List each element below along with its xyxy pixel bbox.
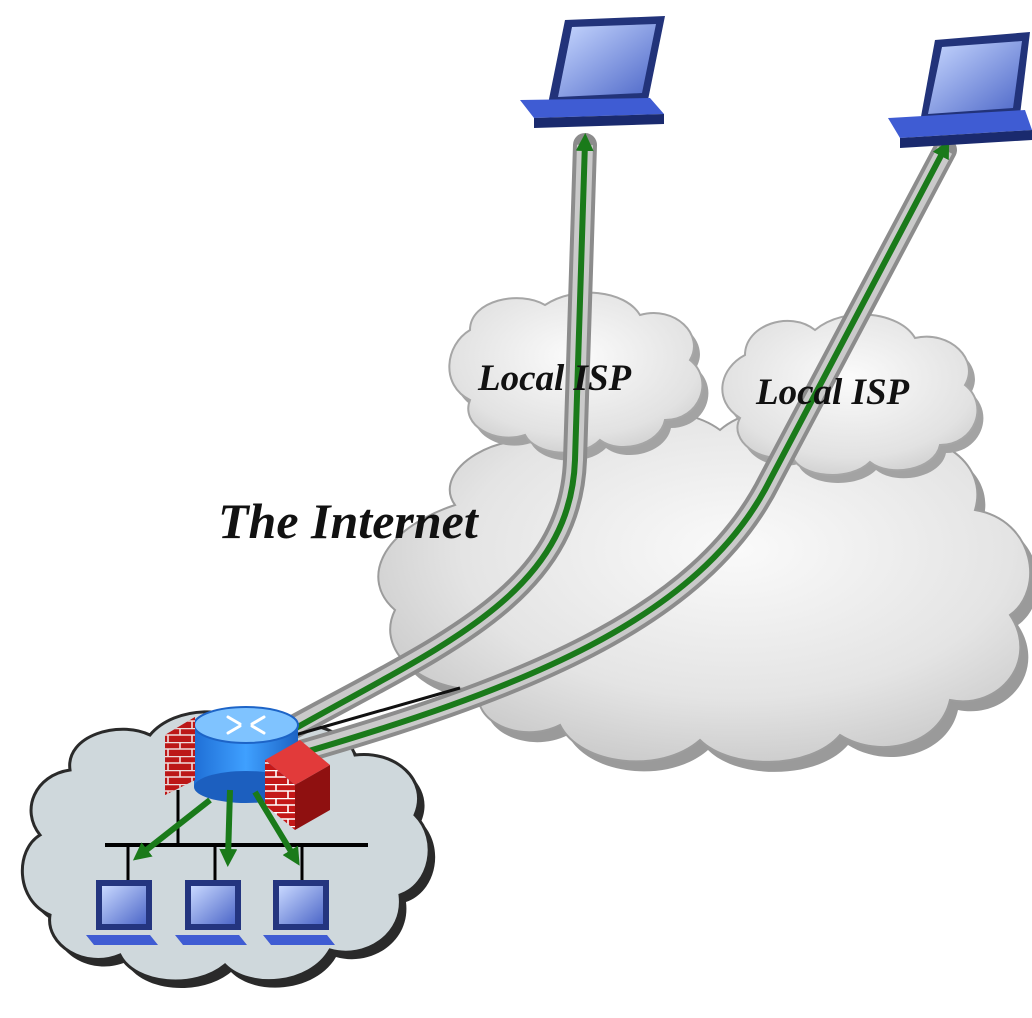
- laptop-icon: [888, 32, 1032, 148]
- internet-cloud: [377, 407, 1032, 772]
- desktop-icon: [175, 880, 247, 945]
- label-local-isp-left: Local ISP: [477, 358, 632, 399]
- flow-arrows: [273, 133, 950, 761]
- link-line: [294, 686, 461, 737]
- desktop-icon: [263, 880, 335, 945]
- lan-arrows: [132, 789, 300, 867]
- flow-arrow-right: [284, 140, 950, 761]
- desktop-icon: [86, 880, 158, 945]
- laptop-icon: [520, 16, 665, 128]
- label-the-internet: The Internet: [218, 493, 480, 549]
- firewall-icon: [265, 740, 330, 830]
- firewall-icon: [165, 717, 195, 795]
- flow-arrow-left: [273, 133, 594, 743]
- label-local-isp-right: Local ISP: [755, 372, 910, 413]
